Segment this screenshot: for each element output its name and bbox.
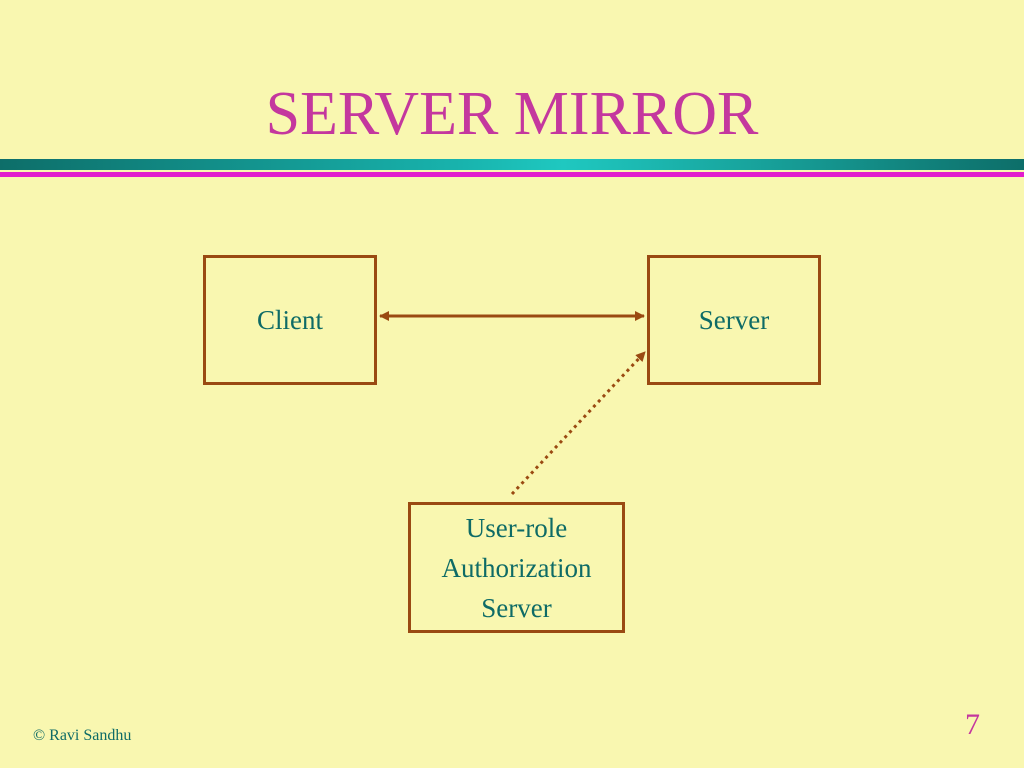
copyright-footer: © Ravi Sandhu — [33, 727, 132, 744]
authorization-server-node: User-role Authorization Server — [408, 502, 625, 633]
slide-title: SERVER MIRROR — [265, 80, 759, 148]
auth-node-line-3: Server — [481, 592, 552, 623]
page-number: 7 — [965, 708, 980, 741]
server-node: Server — [647, 255, 821, 385]
auth-node-line-1: User-role — [465, 512, 568, 543]
edge-auth-server-to-server — [510, 350, 647, 496]
server-node-label: Server — [698, 305, 770, 335]
title-rule-magenta — [0, 172, 1024, 177]
auth-node-line-2: Authorization — [441, 552, 592, 583]
client-node-label: Client — [257, 305, 323, 335]
client-node: Client — [203, 255, 377, 385]
title-rule-teal — [0, 159, 1024, 170]
